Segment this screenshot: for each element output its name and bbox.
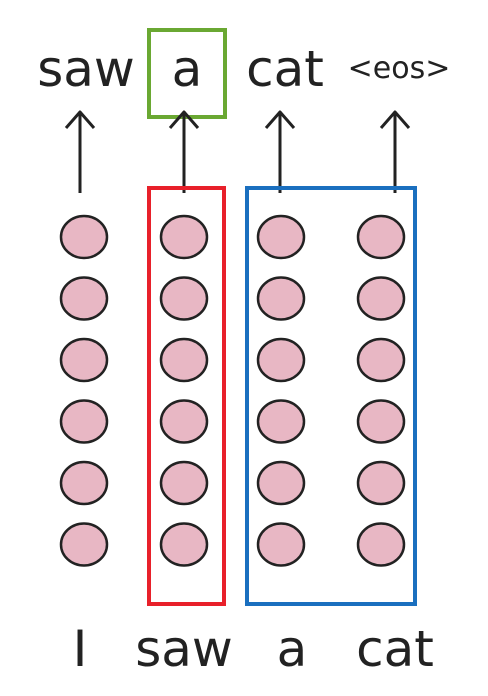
neuron-col1-row3	[59, 337, 109, 383]
neuron-col4-row4	[356, 399, 406, 444]
neuron-columns	[59, 214, 406, 567]
arrow-column-1	[64, 110, 96, 193]
neuron-col3-row5	[256, 460, 306, 506]
input-token-i: I	[73, 620, 88, 678]
neuron-col1-row6	[59, 522, 109, 567]
neuron-col2-row6	[159, 522, 209, 567]
neuron-col3-row1	[256, 214, 306, 260]
neuron-col3-row3	[256, 337, 306, 383]
neuron-col2-row1	[159, 214, 209, 260]
neuron-col2-row3	[159, 337, 209, 383]
arrow-column-4	[379, 110, 411, 193]
neuron-col3-row4	[256, 399, 306, 444]
neuron-col1-row5	[59, 460, 109, 506]
output-token-eos: <eos>	[348, 51, 451, 86]
neuron-col4-row2	[356, 276, 406, 321]
neuron-col4-row6	[356, 522, 406, 567]
neuron-col4-row5	[356, 460, 406, 506]
neuron-col1-row4	[59, 399, 109, 444]
input-token-cat: cat	[356, 620, 434, 678]
highlight-box-future-inputs	[245, 186, 417, 606]
neuron-col2-row5	[159, 460, 209, 506]
neuron-col3-row2	[256, 276, 306, 321]
highlight-box-current-input	[147, 186, 226, 606]
neuron-col4-row1	[356, 214, 406, 260]
neuron-col2-row4	[159, 399, 209, 444]
arrow-column-3	[264, 110, 296, 193]
neuron-col3-row6	[256, 522, 306, 567]
input-token-a: a	[277, 620, 308, 678]
output-token-saw: saw	[37, 40, 135, 98]
output-token-a: a	[172, 40, 203, 98]
output-token-cat: cat	[246, 40, 324, 98]
input-token-saw: saw	[135, 620, 233, 678]
neuron-col2-row2	[159, 276, 209, 321]
neuron-col1-row1	[59, 214, 109, 260]
neuron-col4-row3	[356, 337, 406, 383]
neuron-col1-row2	[59, 276, 109, 321]
arrow-column-2	[168, 110, 200, 193]
